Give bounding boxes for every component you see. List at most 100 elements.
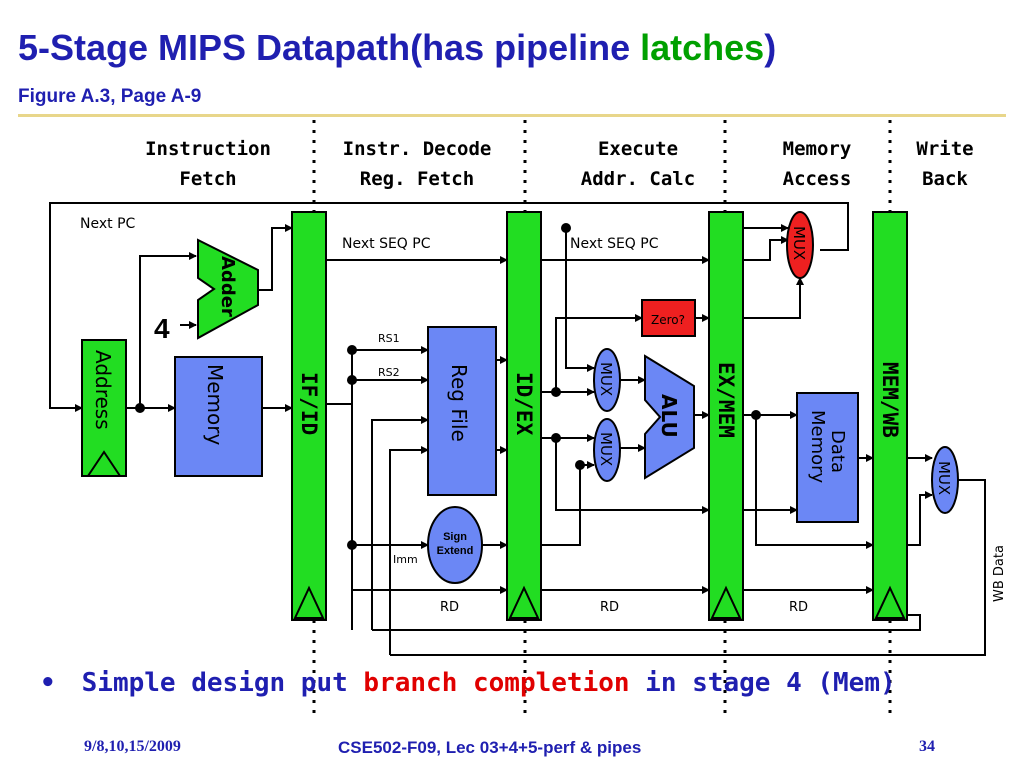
next-pc-wire — [49, 202, 849, 412]
latch-if-id-bar — [291, 211, 327, 621]
wires — [49, 202, 986, 656]
alu-mux-bottom: MUX — [593, 418, 621, 482]
stage-heading-writeback-line1: Write — [916, 138, 973, 160]
junction-dot — [575, 460, 585, 470]
clock-triangle — [508, 585, 540, 619]
junction-dot — [347, 375, 357, 385]
bullet-point: •Simple design put branch completion in … — [40, 668, 896, 698]
rs2-label: RS2 — [378, 366, 400, 379]
imm-label: Imm — [393, 553, 418, 566]
stage-heading-memory-line1: Memory — [783, 138, 852, 160]
latch-if-id-label: IF/ID — [297, 372, 321, 435]
bullet-marker: • — [40, 668, 56, 698]
latch-id-ex-label: ID/EX — [512, 372, 536, 436]
alu-mux-bottom-label: MUX — [597, 432, 615, 466]
instruction-memory-label: Memory — [203, 364, 227, 446]
adder-label: Adder — [217, 256, 238, 317]
data-memory-box — [796, 392, 859, 523]
writeback-rd-to-regfile — [371, 416, 429, 630]
footer-page-number: 34 — [919, 738, 935, 755]
rd-label-3: RD — [789, 600, 808, 615]
branch-mux-shape — [786, 211, 814, 279]
rd-writeback-wire — [372, 614, 921, 631]
junction-dots — [135, 223, 761, 550]
title-main: 5-Stage MIPS Datapath(has pipeline — [18, 27, 641, 68]
junction-dot — [135, 403, 145, 413]
writeback-mux-label: MUX — [935, 461, 953, 495]
bullet-text-before: Simple design put — [81, 668, 364, 698]
clock-triangle — [293, 585, 325, 619]
clock-triangle — [86, 450, 122, 477]
next-pc-label: Next PC — [80, 216, 136, 232]
adder-to-ifid-wire — [258, 224, 293, 291]
latch-id-ex-bar — [506, 211, 542, 621]
alu-mux-top-shape — [593, 348, 621, 412]
writeback-mux: MUX — [931, 446, 959, 514]
adder-shape — [197, 238, 259, 340]
wb-data-wire — [390, 479, 986, 656]
next-seq-pc-label-1: Next SEQ PC — [342, 236, 431, 252]
instruction-memory-box — [174, 356, 263, 477]
writeback-data-to-regfile — [389, 446, 429, 655]
latch-id-ex: ID/EX — [506, 211, 542, 621]
slide-subtitle: Figure A.3, Page A-9 — [18, 86, 202, 107]
register-file-label: Reg File — [447, 364, 471, 442]
aluout-to-wbmux-wire — [907, 491, 933, 546]
stage-heading-writeback-line2: Back — [922, 168, 968, 190]
branch-mux: MUX — [786, 211, 814, 279]
wb-data-label: WB Data — [992, 545, 1007, 602]
stage-heading-execute-line2: Addr. Calc — [581, 168, 695, 190]
latch-mem-wb: MEM/WB — [872, 211, 908, 621]
seqpc-to-mux-wire — [565, 228, 595, 372]
next-seq-pc-label-2: Next SEQ PC — [570, 236, 659, 252]
stage-heading-memory-line2: Access — [783, 168, 852, 190]
reg1-to-zero-wire — [555, 314, 643, 392]
bullet-text-after: in stage 4 (Mem) — [629, 668, 896, 698]
alu: ALU — [644, 354, 695, 480]
stage-heading-fetch-line1: Instruction — [145, 138, 271, 160]
zero-test-label: Zero? — [651, 313, 685, 327]
cond-to-branch-mux-wire — [743, 277, 804, 319]
wire-labels: Next PC Next SEQ PC Next SEQ PC RS1 RS2 … — [80, 216, 1007, 615]
stage-heading-execute-line1: Execute — [598, 138, 678, 160]
pc-to-adder-wire — [139, 252, 197, 408]
footer-course: CSE502-F09, Lec 03+4+5-perf & pipes — [338, 738, 642, 757]
pc-register: Address — [81, 339, 127, 477]
zero-test-box — [641, 299, 696, 337]
data-memory-label-line1: Data — [827, 430, 848, 473]
alu-mux-top-label: MUX — [597, 362, 615, 396]
sign-extend-shape — [427, 506, 483, 584]
title-close: ) — [764, 27, 777, 68]
alu-label: ALU — [657, 394, 681, 438]
reg2-to-exmem-wire — [555, 438, 710, 514]
clock-triangle — [874, 585, 906, 619]
latch-ex-mem-bar — [708, 211, 744, 621]
data-memory: Data Memory — [796, 392, 859, 523]
clock-triangle — [710, 585, 742, 619]
imm-to-mux-wire — [541, 461, 595, 546]
sign-extend-label-line1: Sign — [443, 531, 467, 543]
latch-mem-wb-bar — [872, 211, 908, 621]
junction-dot — [561, 223, 571, 233]
latch-mem-wb-label: MEM/WB — [878, 362, 902, 438]
pc-adder: Adder — [197, 238, 259, 340]
register-file: Reg File — [427, 326, 497, 496]
aluout-bypass-wire — [755, 415, 874, 549]
stage-heading-decode-line2: Reg. Fetch — [360, 168, 474, 190]
stage-heading-decode-line1: Instr. Decode — [343, 138, 492, 160]
latch-if-id: IF/ID — [291, 211, 327, 621]
latch-ex-mem-label: EX/MEM — [714, 362, 738, 438]
writeback-mux-shape — [931, 446, 959, 514]
register-file-box — [427, 326, 497, 496]
junction-dot — [551, 387, 561, 397]
junction-dot — [551, 433, 561, 443]
alu-mux-bottom-shape — [593, 418, 621, 482]
constant-four: 4 — [154, 313, 170, 344]
sign-extend: Sign Extend — [427, 506, 483, 584]
footer-date: 9/8,10,15/2009 — [84, 738, 181, 755]
zero-test: Zero? — [641, 299, 696, 337]
rd-label-2: RD — [600, 600, 619, 615]
alu-mux-top: MUX — [593, 348, 621, 412]
sign-extend-label-line2: Extend — [437, 545, 474, 557]
